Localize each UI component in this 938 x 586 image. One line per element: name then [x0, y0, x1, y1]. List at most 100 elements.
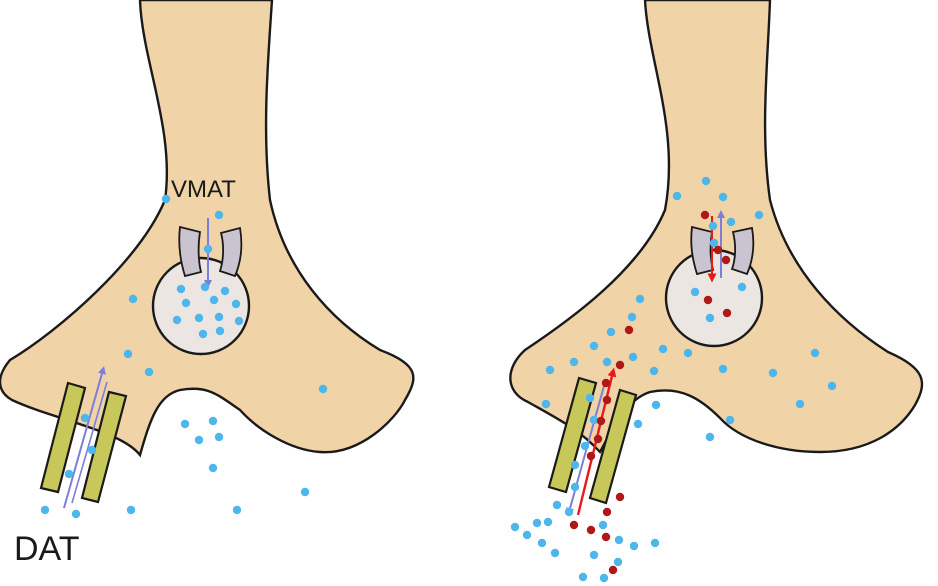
- right-panel: [509, 0, 924, 516]
- dat-transporter-left: [39, 381, 128, 504]
- drug-molecule: [615, 492, 625, 502]
- dopamine-molecule: [569, 357, 579, 367]
- dopamine-molecule: [198, 329, 208, 339]
- dopamine-molecule: [64, 469, 74, 479]
- dopamine-molecule: [633, 419, 643, 429]
- dat-transporter-right: [547, 376, 638, 505]
- drug-molecule: [586, 525, 596, 535]
- dopamine-molecule: [627, 312, 637, 322]
- dopamine-molecule: [683, 348, 693, 358]
- dopamine-molecule: [709, 238, 719, 248]
- dopamine-molecule: [672, 191, 682, 201]
- drug-molecule: [608, 565, 618, 575]
- drug-molecule: [602, 507, 612, 517]
- drug-molecule: [569, 520, 579, 530]
- dopamine-molecule: [194, 313, 204, 323]
- drug-molecule: [601, 378, 611, 388]
- dopamine-molecule: [768, 368, 778, 378]
- vmat-transporter-left: [178, 225, 243, 278]
- dopamine-molecule: [203, 244, 213, 254]
- dopamine-molecule: [194, 435, 204, 445]
- dat-flow-line-left: [71, 381, 108, 504]
- dopamine-molecule: [598, 520, 608, 530]
- dopamine-molecule: [570, 482, 580, 492]
- drug-molecule: [601, 532, 611, 542]
- dopamine-molecule: [541, 399, 551, 409]
- molecule-dots: [40, 176, 837, 583]
- dopamine-molecule: [795, 399, 805, 409]
- dopamine-molecule: [585, 393, 595, 403]
- dopamine-molecule: [570, 460, 580, 470]
- dopamine-molecule: [650, 538, 660, 548]
- dopamine-molecule: [300, 487, 310, 497]
- dopamine-molecule: [599, 573, 609, 583]
- dopamine-molecule: [589, 415, 599, 425]
- dopamine-molecule: [126, 505, 136, 515]
- dopamine-molecule: [658, 344, 668, 354]
- drug-molecule: [721, 255, 731, 265]
- dopamine-molecule: [214, 210, 224, 220]
- dopamine-molecule: [649, 366, 659, 376]
- dopamine-molecule: [690, 287, 700, 297]
- dopamine-molecule: [510, 522, 520, 532]
- dopamine-molecule: [580, 441, 590, 451]
- dopamine-molecule: [827, 381, 837, 391]
- dopamine-molecule: [172, 315, 182, 325]
- dopamine-molecule: [144, 367, 154, 377]
- dopamine-molecule: [628, 352, 638, 362]
- dopamine-molecule: [231, 299, 241, 309]
- drug-molecule: [596, 416, 606, 426]
- drug-molecule: [713, 245, 723, 255]
- dopamine-molecule: [708, 221, 718, 231]
- dopamine-molecule: [614, 535, 624, 545]
- dopamine-molecule: [537, 538, 547, 548]
- left-panel: VMAT DAT: [0, 0, 415, 568]
- dopamine-molecule: [810, 348, 820, 358]
- vmat-label: VMAT: [171, 176, 236, 203]
- dopamine-molecule: [564, 507, 574, 517]
- dopamine-molecule: [545, 365, 555, 375]
- dopamine-molecule: [180, 419, 190, 429]
- drug-molecule: [602, 395, 612, 405]
- dopamine-molecule: [589, 341, 599, 351]
- dopamine-molecule: [726, 217, 736, 227]
- dopamine-molecule: [552, 500, 562, 510]
- dopamine-molecule: [87, 445, 97, 455]
- dopamine-molecule: [318, 384, 328, 394]
- dopamine-molecule: [705, 313, 715, 323]
- dopamine-molecule: [589, 550, 599, 560]
- dopamine-molecule: [181, 298, 191, 308]
- dopamine-molecule: [578, 572, 588, 582]
- dopamine-molecule: [71, 509, 81, 519]
- presynaptic-terminal-left: [0, 0, 415, 458]
- dopamine-molecule: [220, 286, 230, 296]
- dopamine-molecule: [701, 176, 711, 186]
- dopamine-molecule: [123, 349, 133, 359]
- dopamine-molecule: [200, 282, 210, 292]
- dopamine-molecule: [232, 505, 242, 515]
- dopamine-molecule: [543, 517, 553, 527]
- dopamine-molecule: [754, 210, 764, 220]
- dopamine-molecule: [718, 192, 728, 202]
- drug-molecule: [700, 210, 710, 220]
- drug-molecule: [593, 434, 603, 444]
- dopamine-molecule: [635, 294, 645, 304]
- synaptic-vesicle-left: [151, 256, 251, 356]
- dopamine-molecule: [522, 530, 532, 540]
- dopamine-molecule: [214, 312, 224, 322]
- dopamine-molecule: [208, 463, 218, 473]
- dopamine-molecule: [532, 518, 542, 528]
- dopamine-molecule: [80, 413, 90, 423]
- dopamine-molecule: [176, 284, 186, 294]
- drug-molecule: [624, 325, 634, 335]
- dat-label: DAT: [14, 530, 79, 568]
- dopamine-molecule: [602, 357, 612, 367]
- dopamine-molecule: [208, 416, 218, 426]
- dopamine-molecule: [234, 316, 244, 326]
- drug-molecule: [722, 308, 732, 318]
- dopamine-molecule: [550, 548, 560, 558]
- dopamine-molecule: [214, 432, 224, 442]
- dopamine-molecule: [40, 505, 50, 515]
- dopamine-molecule: [128, 294, 138, 304]
